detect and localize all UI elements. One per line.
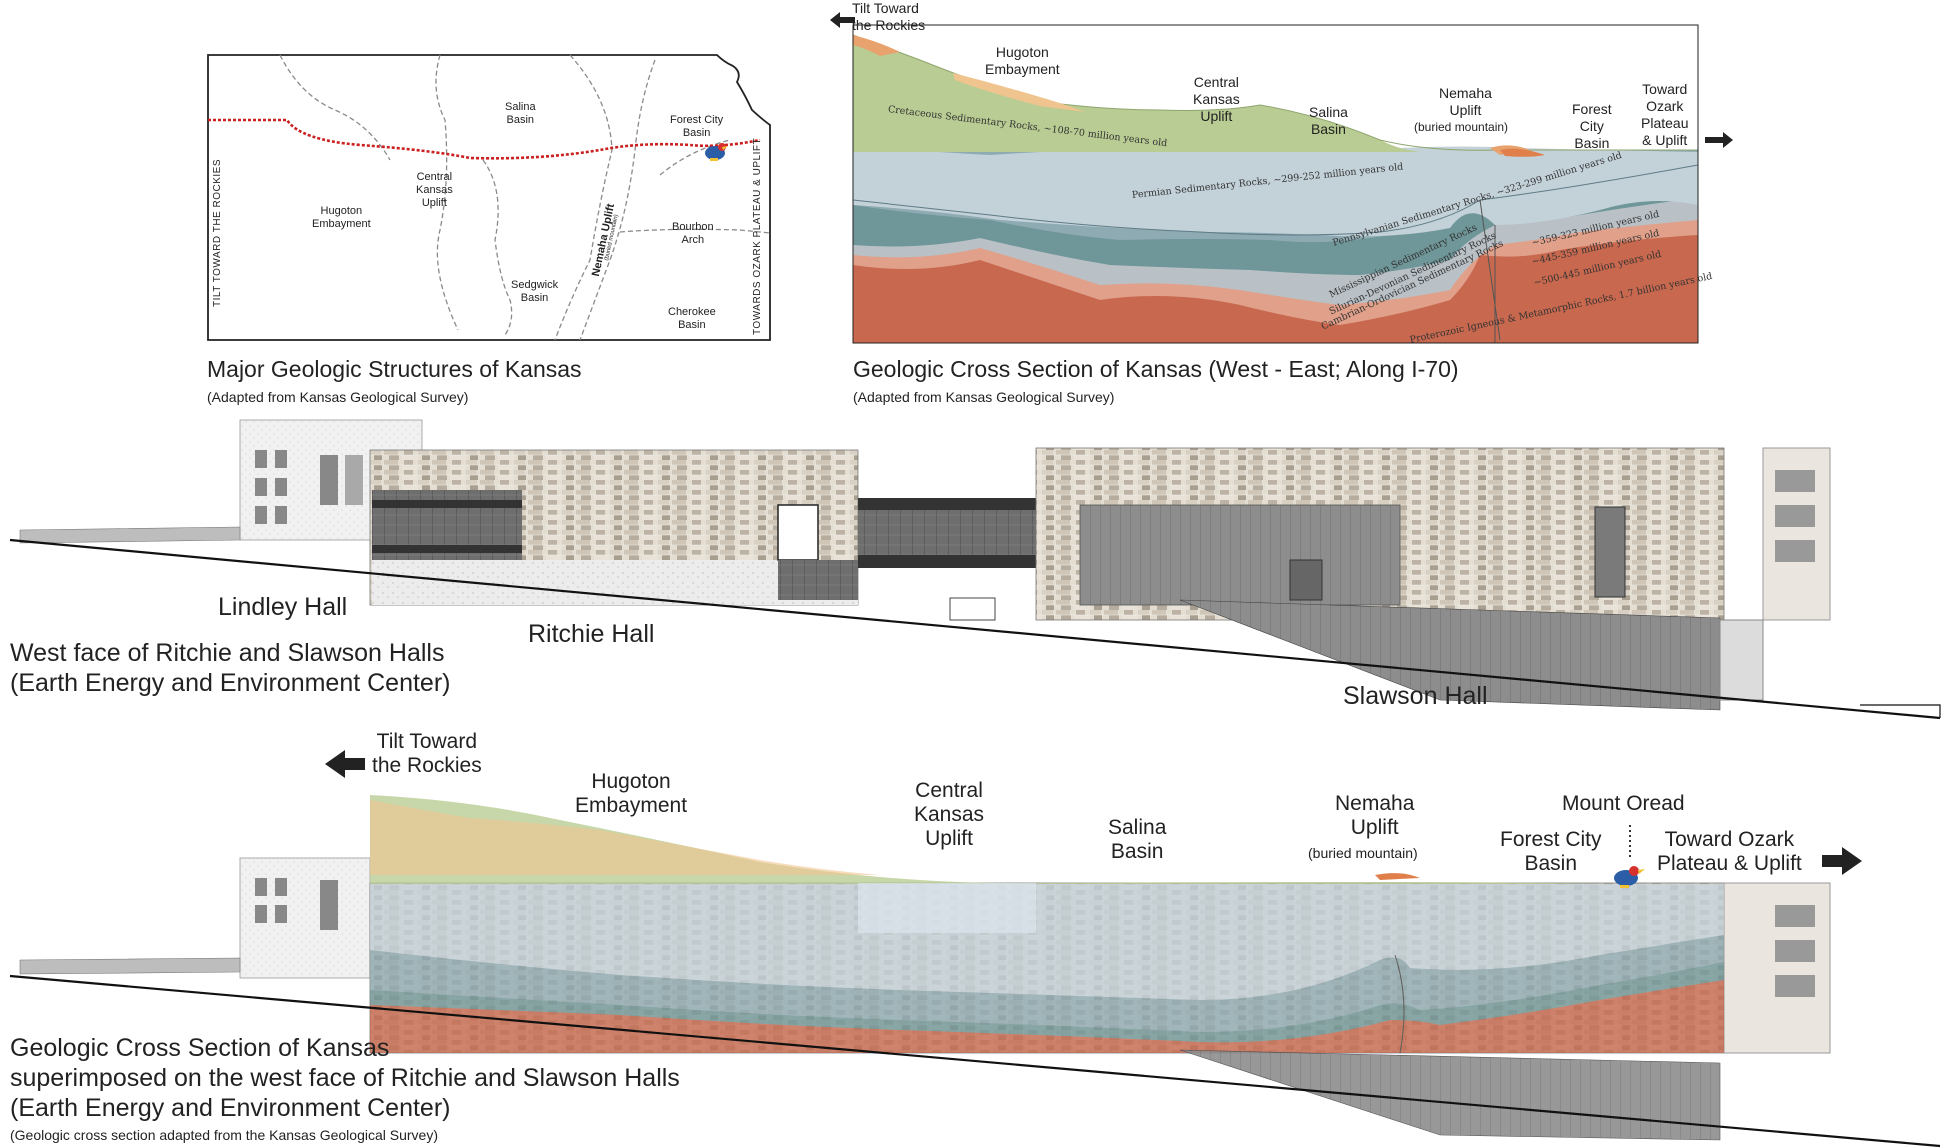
jayhawk-icon-map xyxy=(705,143,728,161)
sup-caption-line1: Geologic Cross Section of Kansas xyxy=(10,1034,390,1062)
map-salina-basin: Salina Basin xyxy=(505,101,536,126)
slawson-hall-label: Slawson Hall xyxy=(1343,682,1488,710)
left-arrow-icon-bottom xyxy=(325,750,365,778)
map-central-kansas-uplift: Central Kansas Uplift xyxy=(416,171,453,209)
cs-right-arrow-label: Toward Ozark Plateau & Uplift xyxy=(1641,81,1689,148)
sup-caption-note: (Geologic cross section adapted from the… xyxy=(10,1127,438,1143)
sup-left-arrow-label: Tilt Toward the Rockies xyxy=(372,730,482,777)
sup-mount-oread: Mount Oread xyxy=(1562,792,1685,815)
sup-right-arrow-label: Toward Ozark Plateau & Uplift xyxy=(1657,828,1802,875)
sup-salina: Salina Basin xyxy=(1108,816,1167,863)
left-arrow-icon-top xyxy=(830,12,855,28)
cs-hugoton: Hugoton Embayment xyxy=(985,44,1060,77)
ritchie-hall-label: Ritchie Hall xyxy=(528,620,655,648)
right-arrow-icon-bottom xyxy=(1822,847,1862,875)
map-hugoton-embayment: Hugoton Embayment xyxy=(312,205,371,230)
map-cherokee-basin: Cherokee Basin xyxy=(668,306,716,331)
map-subtitle: (Adapted from Kansas Geological Survey) xyxy=(207,389,469,405)
superimposed-elevation xyxy=(9,795,1941,1148)
sup-forest-city: Forest City Basin xyxy=(1500,828,1602,875)
map-left-side-label: TILT TOWARD THE ROCKIES xyxy=(212,158,223,307)
top-cross-section xyxy=(852,24,1699,344)
cs-nemaha-note: (buried mountain) xyxy=(1414,120,1509,134)
lindley-hall-label: Lindley Hall xyxy=(218,593,348,621)
building-elevation xyxy=(9,419,1941,720)
cs-left-arrow-label: Tilt Toward the Rockies xyxy=(852,0,926,33)
sup-hugoton: Hugoton Embayment xyxy=(575,770,688,817)
right-arrow-icon-top xyxy=(1705,132,1733,148)
map-forest-city-basin: Forest City Basin xyxy=(670,114,724,139)
elevation-caption-line2: (Earth Energy and Environment Center) xyxy=(10,669,451,697)
sup-caption-line2: superimposed on the west face of Ritchie… xyxy=(10,1064,680,1092)
cs-forest-city: Forest City Basin xyxy=(1572,101,1612,151)
map-sedgwick-basin: Sedgwick Basin xyxy=(511,279,559,304)
sup-nemaha: Nemaha Uplift xyxy=(1335,792,1415,839)
sup-nemaha-note: (buried mountain) xyxy=(1308,845,1418,861)
elevation-caption-line1: West face of Ritchie and Slawson Halls xyxy=(10,639,445,667)
sup-caption-line3: (Earth Energy and Environment Center) xyxy=(10,1094,451,1122)
map-right-side-label: TOWARDS OZARK PLATEAU & UPLIFT xyxy=(752,137,763,335)
kansas-map xyxy=(207,54,771,341)
cs-salina: Salina Basin xyxy=(1309,104,1348,137)
map-title: Major Geologic Structures of Kansas xyxy=(207,356,582,382)
cs-title: Geologic Cross Section of Kansas (West -… xyxy=(853,356,1459,382)
map-bourbon-arch: Bourbon Arch xyxy=(672,221,714,246)
cs-subtitle: (Adapted from Kansas Geological Survey) xyxy=(853,389,1115,405)
sup-central-kansas: Central Kansas Uplift xyxy=(914,779,985,850)
cs-central-kansas: Central Kansas Uplift xyxy=(1193,74,1240,124)
jayhawk-icon-superimposed xyxy=(1614,825,1645,888)
cs-nemaha: Nemaha Uplift xyxy=(1439,85,1492,118)
